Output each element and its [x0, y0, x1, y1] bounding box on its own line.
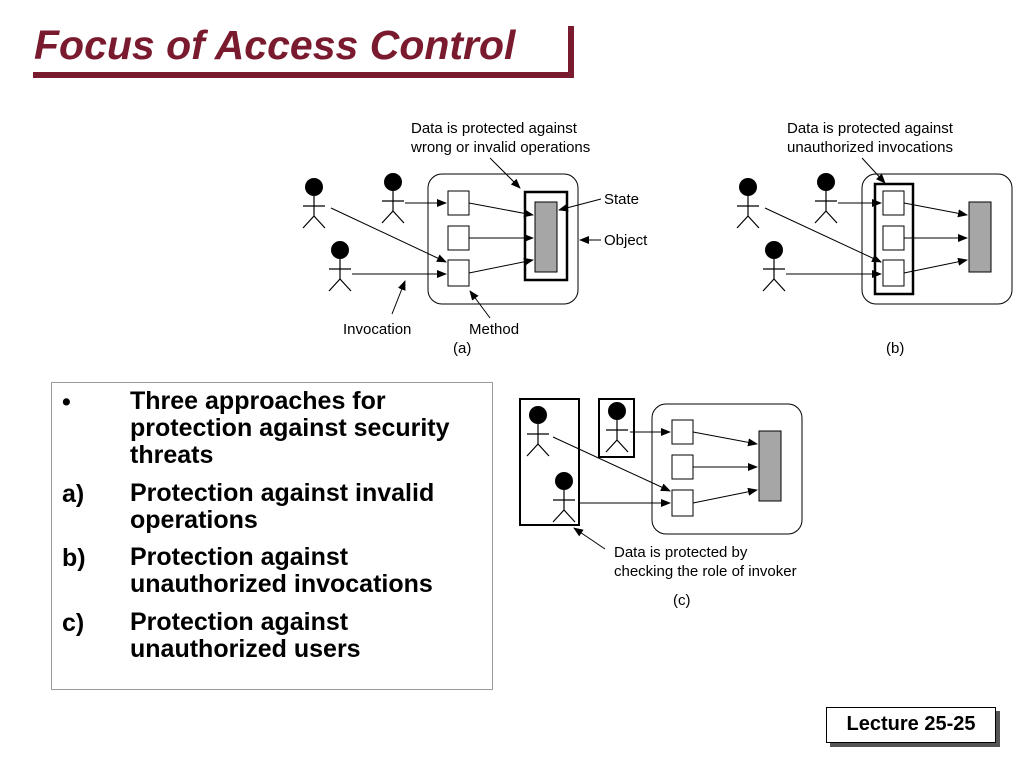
slide-title: Focus of Access Control — [34, 22, 516, 68]
diagram-b-state — [968, 201, 992, 273]
bullet-marker-2: a) — [62, 480, 85, 508]
lecture-number-badge: Lecture 25-25 — [826, 707, 996, 743]
diagram-a-note-line2: wrong or invalid operations — [410, 139, 590, 156]
diagram-a-container — [427, 173, 579, 305]
diagram-c-user-2 — [605, 401, 629, 453]
diagram-c: Data is protected by checking the role o… — [519, 398, 803, 609]
diagram-c-role-group — [519, 398, 580, 526]
diagram-c-note-line1: Data is protected by — [614, 544, 748, 561]
diagram-b-method-3 — [882, 259, 905, 287]
diagram-a-user-3 — [328, 240, 352, 292]
diagram-a-label-state: State — [604, 191, 639, 208]
diagram-c-state — [758, 430, 782, 502]
diagram-c-note-line2: checking the role of invoker — [614, 563, 797, 580]
bullet-text-4: Protection against unauthorized users — [130, 608, 361, 663]
diagram-a-caption: (a) — [453, 340, 471, 357]
diagram-a-method-1 — [447, 190, 470, 216]
diagram-a-label-method: Method — [469, 321, 519, 338]
diagram-c-caption: (c) — [673, 592, 691, 609]
diagram-b-method-guard — [873, 182, 915, 296]
diagram-b-note-line2: unauthorized invocations — [787, 139, 953, 156]
diagram-b-caption: (b) — [886, 340, 904, 357]
diagram-a-user-1 — [302, 177, 326, 229]
diagram-a-note-line1: Data is protected against — [411, 120, 578, 137]
diagram-b: Data is protected against unauthorized i… — [736, 120, 1013, 357]
diagram-b-user-3 — [762, 240, 786, 292]
diagram-a: Data is protected against wrong or inval… — [302, 120, 648, 357]
bullet-text-3: Protection against unauthorized invocati… — [130, 543, 433, 598]
diagram-a-user-2 — [381, 172, 405, 224]
bullet-text-1: Three approaches for protection against … — [130, 387, 450, 469]
bullet-marker-4: c) — [62, 609, 85, 637]
bullet-text-2: Protection against invalid operations — [130, 479, 435, 534]
diagram-b-note-line1: Data is protected against — [787, 120, 954, 137]
diagram-c-user-3 — [552, 471, 576, 523]
diagram-a-state — [534, 201, 558, 273]
diagram-b-user-2 — [814, 172, 838, 224]
diagram-b-container — [861, 173, 1013, 305]
title-box — [27, 20, 568, 72]
bullet-marker-1: • — [62, 388, 71, 416]
diagram-c-user-1 — [526, 405, 550, 457]
diagram-a-method-3 — [447, 259, 470, 287]
diagram-a-label-object: Object — [604, 232, 648, 249]
diagram-a-method-2 — [447, 225, 470, 251]
bullet-list: • Three approaches for protection agains… — [51, 382, 493, 690]
diagram-b-method-2 — [882, 225, 905, 251]
diagram-c-method-2 — [671, 454, 694, 480]
diagram-b-method-1 — [882, 190, 905, 216]
bullet-marker-3: b) — [62, 544, 86, 572]
diagram-c-method-3 — [671, 489, 694, 517]
diagram-c-method-1 — [671, 419, 694, 445]
diagram-c-container — [651, 403, 803, 535]
diagram-b-user-1 — [736, 177, 760, 229]
diagram-a-label-invocation: Invocation — [343, 321, 411, 338]
diagram-c-role-single — [598, 398, 635, 458]
